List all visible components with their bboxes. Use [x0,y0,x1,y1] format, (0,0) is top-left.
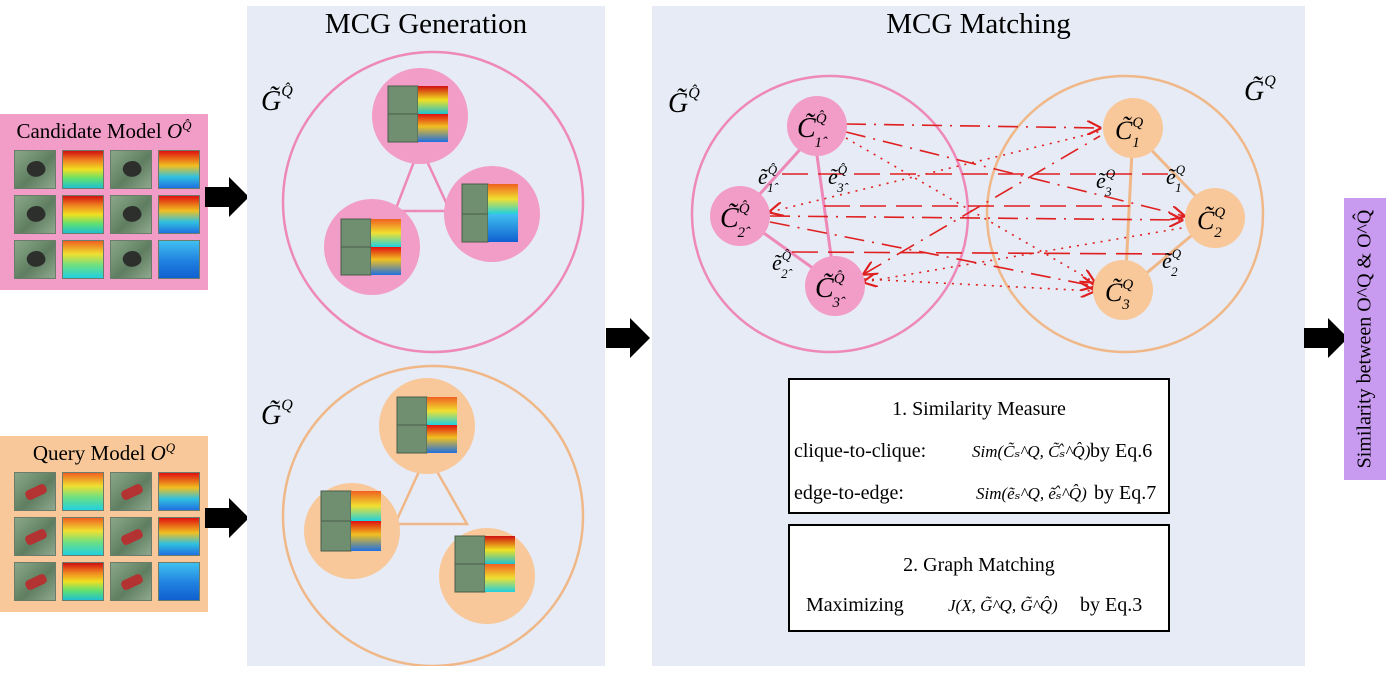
clique-match-line [863,278,1094,291]
candidate-photo [110,150,152,189]
query-clique-node [1093,260,1153,320]
matching-title: MCG Matching [886,8,1071,40]
query-photo [110,472,152,511]
generation-title: MCG Generation [324,8,528,40]
clique-match-line [769,221,1094,286]
generation-panel: MCG Generation G̃Q̂ [247,6,605,666]
candidate-model-box: Candidate Model OQ̂ [0,114,208,290]
edge-equation: Sim(ẽₛ^Q, ẽₛ̂^Q̂) [976,484,1087,503]
query-photo [110,517,152,556]
match-lines [770,124,1184,291]
right-arrow-icon [205,498,249,538]
clique-match-line [864,135,1101,274]
query-photo [14,517,56,556]
candidate-depth-map [62,150,104,189]
candidate-clique-node [805,256,865,316]
candidate-photo [110,240,152,279]
query-model-label: Query Model OQ [32,440,176,465]
query-triangle [393,451,470,526]
candidate-model-label: Candidate Model OQ̂ [16,118,192,143]
right-arrow-icon [606,318,650,358]
maximizing-label: Maximizing [806,594,904,616]
clique-equation: Sim(C̃ₛ^Q, C̃ₛ̂^Q̂) [972,442,1091,461]
clique-match-line [845,124,1100,128]
query-clique-node [1103,98,1163,158]
query-depth-map [62,562,104,601]
candidate-depth-map [158,240,200,279]
candidate-photo [110,195,152,234]
query-photo [110,562,152,601]
candidate-photo [14,240,56,279]
candidate-photo [14,150,56,189]
right-arrow-icon [1304,318,1348,358]
candidate-depth-map [62,240,104,279]
candidate-edge-label: ẽQ̂2̂ [772,248,793,281]
candidate-node-label: C̃Q̂1̂ [797,110,828,151]
query-depth-map [62,517,104,556]
g-query-label: G̃Q [1244,73,1276,107]
similarity-output-text: Similarity between O^Q & O^Q̂ [1353,209,1376,469]
candidate-depth-map [62,195,104,234]
query-model-box: Query Model OQ [0,436,208,612]
right-arrow-icon [205,177,249,217]
candidate-clique-thumbnails [340,85,518,276]
matching-panel: MCG Matching G̃Q̂ G̃Q [652,6,1305,666]
candidate-clique-node [710,186,770,246]
matching-graph-view: G̃Q̂ G̃Q [668,73,1276,354]
edge-eq-ref: by Eq.7 [1094,482,1157,504]
objective-eq-ref: by Eq.3 [1080,594,1143,616]
query-depth-map [158,517,200,556]
query-graph-boundary [985,74,1265,354]
clique-match-line [864,227,1183,282]
g-candidate-label: G̃Q̂ [668,83,700,119]
edge-match-line [791,251,1173,255]
similarity-measure-title: 1. Similarity Measure [892,398,1066,420]
clique-to-clique-label: clique-to-clique: [794,440,927,462]
objective-equation: J(X, G̃^Q, G̃^Q̂) [948,596,1058,615]
g-query-label: G̃Q [261,397,293,431]
query-depth-map [158,562,200,601]
candidate-clique-node [787,96,847,156]
generation-graphs: G̃Q̂ G̃Q [261,50,585,666]
query-depth-map [62,472,104,511]
query-depth-map [158,472,200,511]
candidate-thumbnails [14,150,200,279]
g-candidate-label: G̃Q̂ [261,81,293,117]
query-photo [14,472,56,511]
similarity-output-box: Similarity between O^Q & O^Q̂ [1344,198,1386,480]
query-photo [14,562,56,601]
query-clique-node [1185,188,1245,248]
similarity-measure-box: 1. Similarity Measure clique-to-clique: … [788,378,1170,514]
candidate-depth-map [158,195,200,234]
candidate-triangle [393,142,452,213]
candidate-depth-map [158,150,200,189]
query-graph-boundary [281,364,585,666]
edge-to-edge-label: edge-to-edge: [794,482,904,504]
candidate-edge-label: ẽQ̂3̂ [828,162,849,195]
candidate-graph-boundary [281,50,585,354]
clique-match-line [769,216,1182,220]
candidate-photo [14,195,56,234]
clique-match-line [770,130,1103,212]
clique-eq-ref: by Eq.6 [1090,440,1153,462]
query-clique-thumbnails [320,396,515,593]
graph-matching-title: 2. Graph Matching [903,554,1055,576]
query-thumbnails [14,472,200,601]
graph-matching-box: 2. Graph Matching Maximizing J(X, G̃^Q, … [788,524,1170,632]
clique-match-line [845,137,1094,282]
candidate-edge-label: ẽQ̂1̂ [758,162,779,195]
